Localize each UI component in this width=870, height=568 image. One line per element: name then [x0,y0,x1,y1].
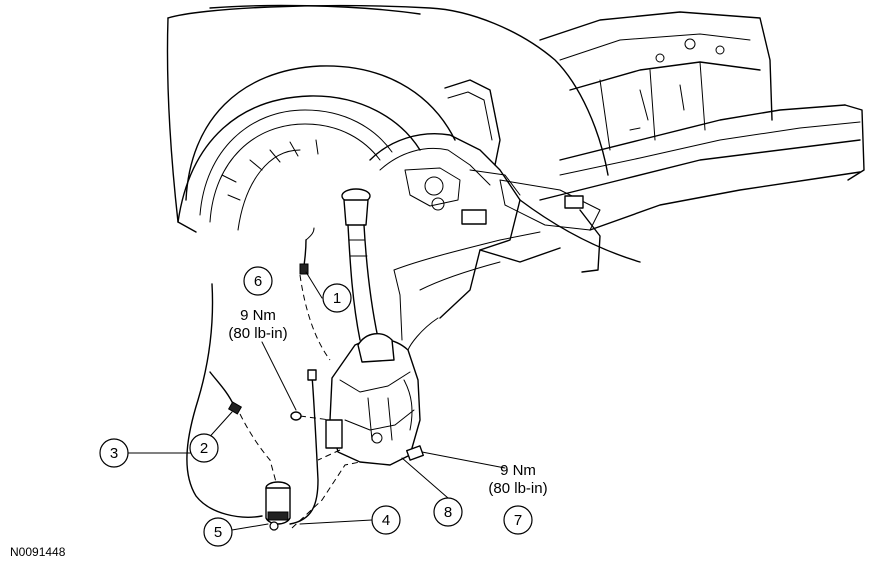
torque-6-value: 9 Nm [240,307,276,324]
torque-7-imperial: (80 lb-in) [488,480,547,497]
washer-pump [265,481,291,531]
torque-6-imperial: (80 lb-in) [228,325,287,342]
callout-6-label: 6 [254,273,262,290]
callout-7-label: 7 [514,512,522,529]
figure-id: N0091448 [10,545,66,559]
callout-2: 2 [189,433,219,463]
leader-lines [127,271,449,531]
callout-5: 5 [203,517,233,547]
inner-apron [369,79,641,319]
callout-1-label: 1 [333,290,341,307]
washer-reservoir [325,333,421,466]
callout-4: 4 [371,505,401,535]
filler-neck [341,188,379,341]
hoses [186,227,541,525]
callout-1: 1 [322,283,352,313]
torque-7-value: 9 Nm [500,462,536,479]
dashed-guides [239,274,361,529]
callout-6: 6 [243,266,273,296]
torque-spec-6: 9 Nm (80 lb-in) [228,307,287,342]
radiator-support [461,11,865,273]
callout-2-label: 2 [200,440,208,457]
callout-4-label: 4 [382,512,390,529]
reservoir-nut [290,411,302,421]
callout-5-label: 5 [214,524,222,541]
callout-3: 3 [99,438,129,468]
torque-spec-7: 9 Nm (80 lb-in) [488,462,547,497]
reservoir-bolt [406,445,506,469]
fender [166,4,609,233]
callout-3-label: 3 [110,445,118,462]
callout-8: 8 [433,497,463,527]
callout-8-label: 8 [444,504,452,521]
callout-7: 7 [503,505,533,535]
